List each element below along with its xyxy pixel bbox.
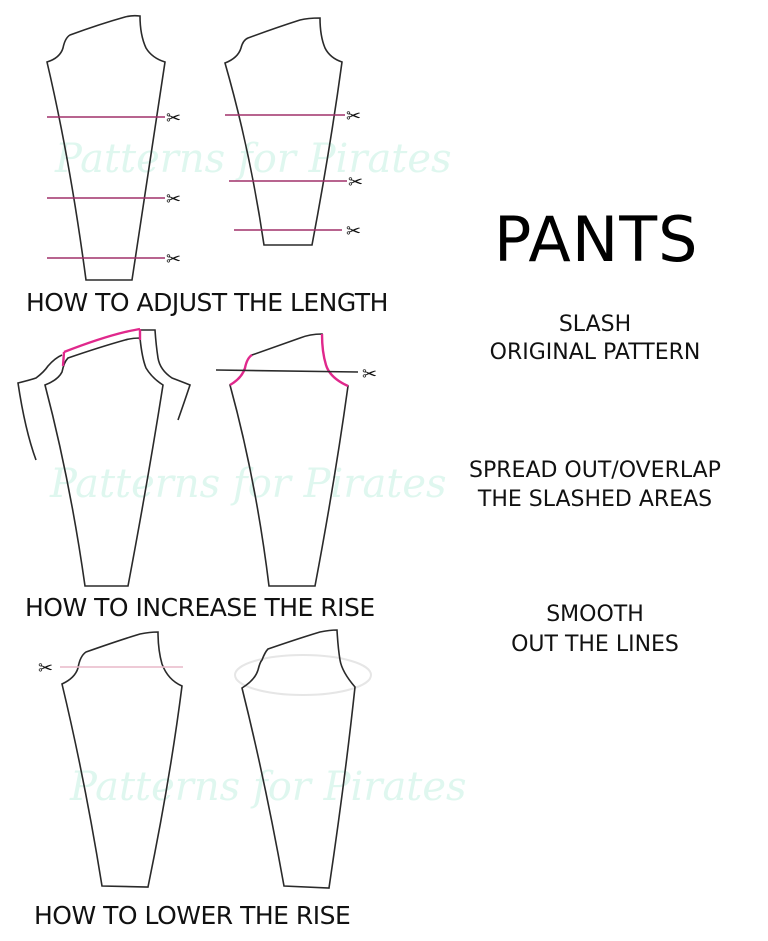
length-short-slash-lines — [225, 114, 347, 231]
page-title: PANTS — [494, 203, 699, 276]
watermark-2: Patterns for Pirates — [49, 461, 447, 507]
svg-text:✂: ✂ — [346, 221, 361, 242]
lower-smoothed-piece — [234, 629, 372, 889]
step-spread: SPREAD OUT/OVERLAP THE SLASHED AREAS — [430, 456, 760, 514]
rise-slash-piece — [215, 333, 359, 587]
step-spread-line2: THE SLASHED AREAS — [477, 487, 713, 512]
step-spread-line1: SPREAD OUT/OVERLAP — [469, 458, 721, 483]
scissors-icon: ✂ — [362, 364, 377, 385]
scissors-icon: ✂ — [38, 658, 53, 679]
svg-text:✂: ✂ — [166, 108, 181, 129]
step-slash-line1: SLASH — [558, 312, 632, 337]
svg-text:✂: ✂ — [346, 106, 361, 127]
scissors-icon: ✂ ✂ ✂ — [166, 108, 181, 270]
svg-text:✂: ✂ — [166, 249, 181, 270]
length-slash-lines — [47, 116, 165, 259]
step-slash: SLASH ORIGINAL PATTERN — [440, 311, 750, 367]
caption-increase-rise: HOW TO INCREASE THE RISE — [25, 593, 375, 622]
watermark-1: Patterns for Pirates — [54, 136, 452, 182]
step-slash-line2: ORIGINAL PATTERN — [489, 340, 701, 365]
lower-slash-piece — [60, 631, 183, 888]
caption-lower-rise: HOW TO LOWER THE RISE — [34, 901, 351, 930]
caption-adjust-length: HOW TO ADJUST THE LENGTH — [26, 288, 388, 317]
length-original-piece — [46, 14, 166, 281]
rise-spread-piece — [17, 327, 191, 587]
length-shortened-piece — [224, 17, 343, 246]
step-smooth-line1: SMOOTH — [546, 602, 644, 627]
svg-text:✂: ✂ — [166, 189, 181, 210]
step-smooth-line2: OUT THE LINES — [511, 632, 679, 657]
scissors-icon: ✂ ✂ ✂ — [346, 106, 363, 242]
step-smooth: SMOOTH OUT THE LINES — [440, 600, 750, 660]
svg-text:✂: ✂ — [348, 172, 363, 193]
